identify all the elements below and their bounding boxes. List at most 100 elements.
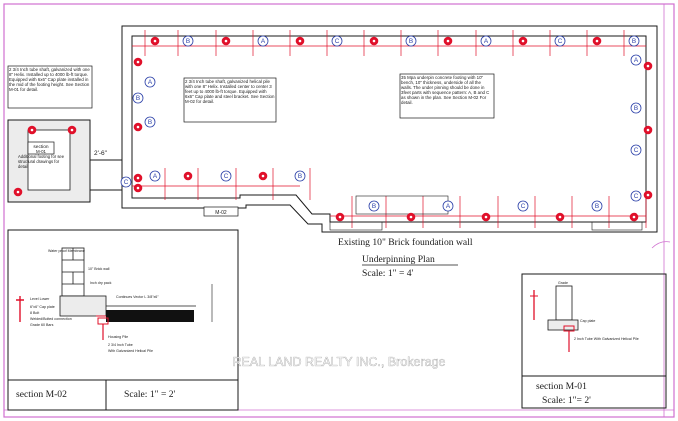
section-m02-note: With Galvanized Helical Pile	[108, 349, 153, 353]
sequence-marker	[182, 35, 194, 47]
sequence-marker-label: A	[261, 38, 266, 45]
pile-dot-center	[484, 215, 488, 219]
section-m02-note: Water proof Membrane	[48, 249, 85, 253]
section-m01-note: Cap plate	[580, 319, 595, 323]
sequence-marker	[132, 92, 144, 104]
pile-dot-center	[595, 39, 599, 43]
sequence-marker	[368, 200, 380, 212]
dimension-label: 2'-6"	[94, 150, 108, 157]
wall-pad	[329, 221, 383, 231]
pile-dot-center	[298, 39, 302, 43]
pile-dot-center	[446, 39, 450, 43]
pile-dot-center	[136, 125, 140, 129]
sequence-marker-label: A	[153, 173, 158, 180]
section-tag-top: section M-01	[27, 141, 55, 155]
plan-title: Underpinning Plan	[362, 254, 435, 265]
section-tag-top-text: section	[33, 144, 49, 150]
sequence-marker	[630, 54, 642, 66]
sequence-marker-label: C	[224, 173, 229, 180]
sequence-marker-label: B	[595, 203, 599, 210]
sequence-marker	[220, 170, 232, 182]
pile-dot-center	[136, 186, 140, 190]
sequence-marker-label: B	[148, 119, 152, 126]
wall-pad	[591, 221, 643, 231]
section-tag-top-ref: M-01	[36, 149, 47, 154]
sequence-marker	[120, 176, 132, 188]
sequence-marker	[257, 35, 269, 47]
section-m02-label: section M-02	[16, 389, 67, 400]
sequence-marker-label: B	[298, 173, 302, 180]
sequence-marker-label: C	[521, 203, 526, 210]
section-m01-scale: Scale: 1"= 2'	[542, 395, 591, 406]
sequence-marker	[405, 35, 417, 47]
sequence-lines	[132, 30, 647, 231]
pile-dot-center	[372, 39, 376, 43]
section-m02-note: Welded/Bolted connection	[30, 317, 72, 321]
sequence-marker	[554, 35, 566, 47]
sequence-marker-label: A	[148, 79, 153, 86]
section-tag-bottom: M-02	[203, 206, 239, 217]
section-m02-note: 10" Brick wall	[88, 267, 110, 271]
sequence-marker-label: A	[446, 203, 451, 210]
pile-dot-center	[16, 190, 20, 194]
sequence-marker-label: B	[372, 203, 376, 210]
additional-footing	[7, 119, 122, 203]
sequence-marker-label: C	[634, 193, 639, 200]
pile-dot-center	[153, 39, 157, 43]
pile-dot-center	[186, 174, 190, 178]
section-m02-note: 8 Bolt	[30, 311, 39, 315]
section-m02-note: 6"x6" Cap plate	[30, 305, 55, 309]
sequence-marker-label: C	[634, 147, 639, 154]
section-m01-panel: section M-01 Scale: 1"= 2'	[521, 273, 667, 409]
section-m02-note: Level Lower	[30, 297, 50, 301]
pile-dot-center	[136, 176, 140, 180]
sequence-marker-label: C	[124, 179, 129, 186]
sequence-marker-label: A	[634, 57, 639, 64]
sequence-marker	[480, 35, 492, 47]
foundation-outline	[121, 25, 658, 233]
pile-dot-center	[136, 60, 140, 64]
pile-dot-center	[632, 215, 636, 219]
pile-dot-center	[70, 128, 74, 132]
pile-dot-center	[224, 39, 228, 43]
pile-dot-center	[261, 174, 265, 178]
pile-dot-center	[409, 215, 413, 219]
sequence-marker-label: B	[634, 105, 638, 112]
section-m01-label: section M-01	[536, 381, 587, 392]
sequence-marker	[144, 76, 156, 88]
pile-dot-center	[646, 128, 650, 132]
sequence-marker-label: B	[632, 38, 636, 45]
section-m01-note: Grade	[558, 281, 568, 285]
sequence-marker	[630, 102, 642, 114]
curl-mark	[651, 241, 671, 249]
sequence-marker	[630, 190, 642, 202]
note-additional: Additional footing for see structural dr…	[18, 154, 65, 169]
sequence-marker-label: C	[558, 38, 563, 45]
note-left: 2 3/4 Inch tube shaft, galvanized with o…	[9, 67, 90, 92]
sequence-marker-label: C	[335, 38, 340, 45]
sequence-marker	[630, 144, 642, 156]
section-m02-note: Grade 60 Bars	[30, 323, 54, 327]
sequence-marker	[331, 35, 343, 47]
pile-dot-center	[521, 39, 525, 43]
pile-dot-center	[338, 215, 342, 219]
plan-caption: Existing 10" Brick foundation wall	[338, 237, 473, 248]
sequence-marker-label: B	[409, 38, 413, 45]
sequence-marker	[628, 35, 640, 47]
sequence-marker	[294, 170, 306, 182]
sequence-marker	[144, 116, 156, 128]
section-tag-bottom-text: M-02	[215, 210, 227, 216]
section-m01-note: 2 Inch Tube With Galvanized Helical Pile	[574, 337, 639, 341]
note-left-box: 2 3/4 Inch tube shaft, galvanized with o…	[7, 65, 93, 109]
section-m02-note: Inch dry pack	[90, 281, 112, 285]
sequence-marker-label: B	[186, 38, 190, 45]
note-middle-box: 2 3/4 Inch tube shaft, galvanized helica…	[183, 77, 277, 123]
note-right: 35 Mpa underpin concrete footing with 10…	[401, 75, 490, 105]
pile-dot-center	[558, 215, 562, 219]
section-m02-panel: section M-02 Scale: 1" = 2'	[7, 229, 239, 411]
pile-dot-center	[646, 193, 650, 197]
